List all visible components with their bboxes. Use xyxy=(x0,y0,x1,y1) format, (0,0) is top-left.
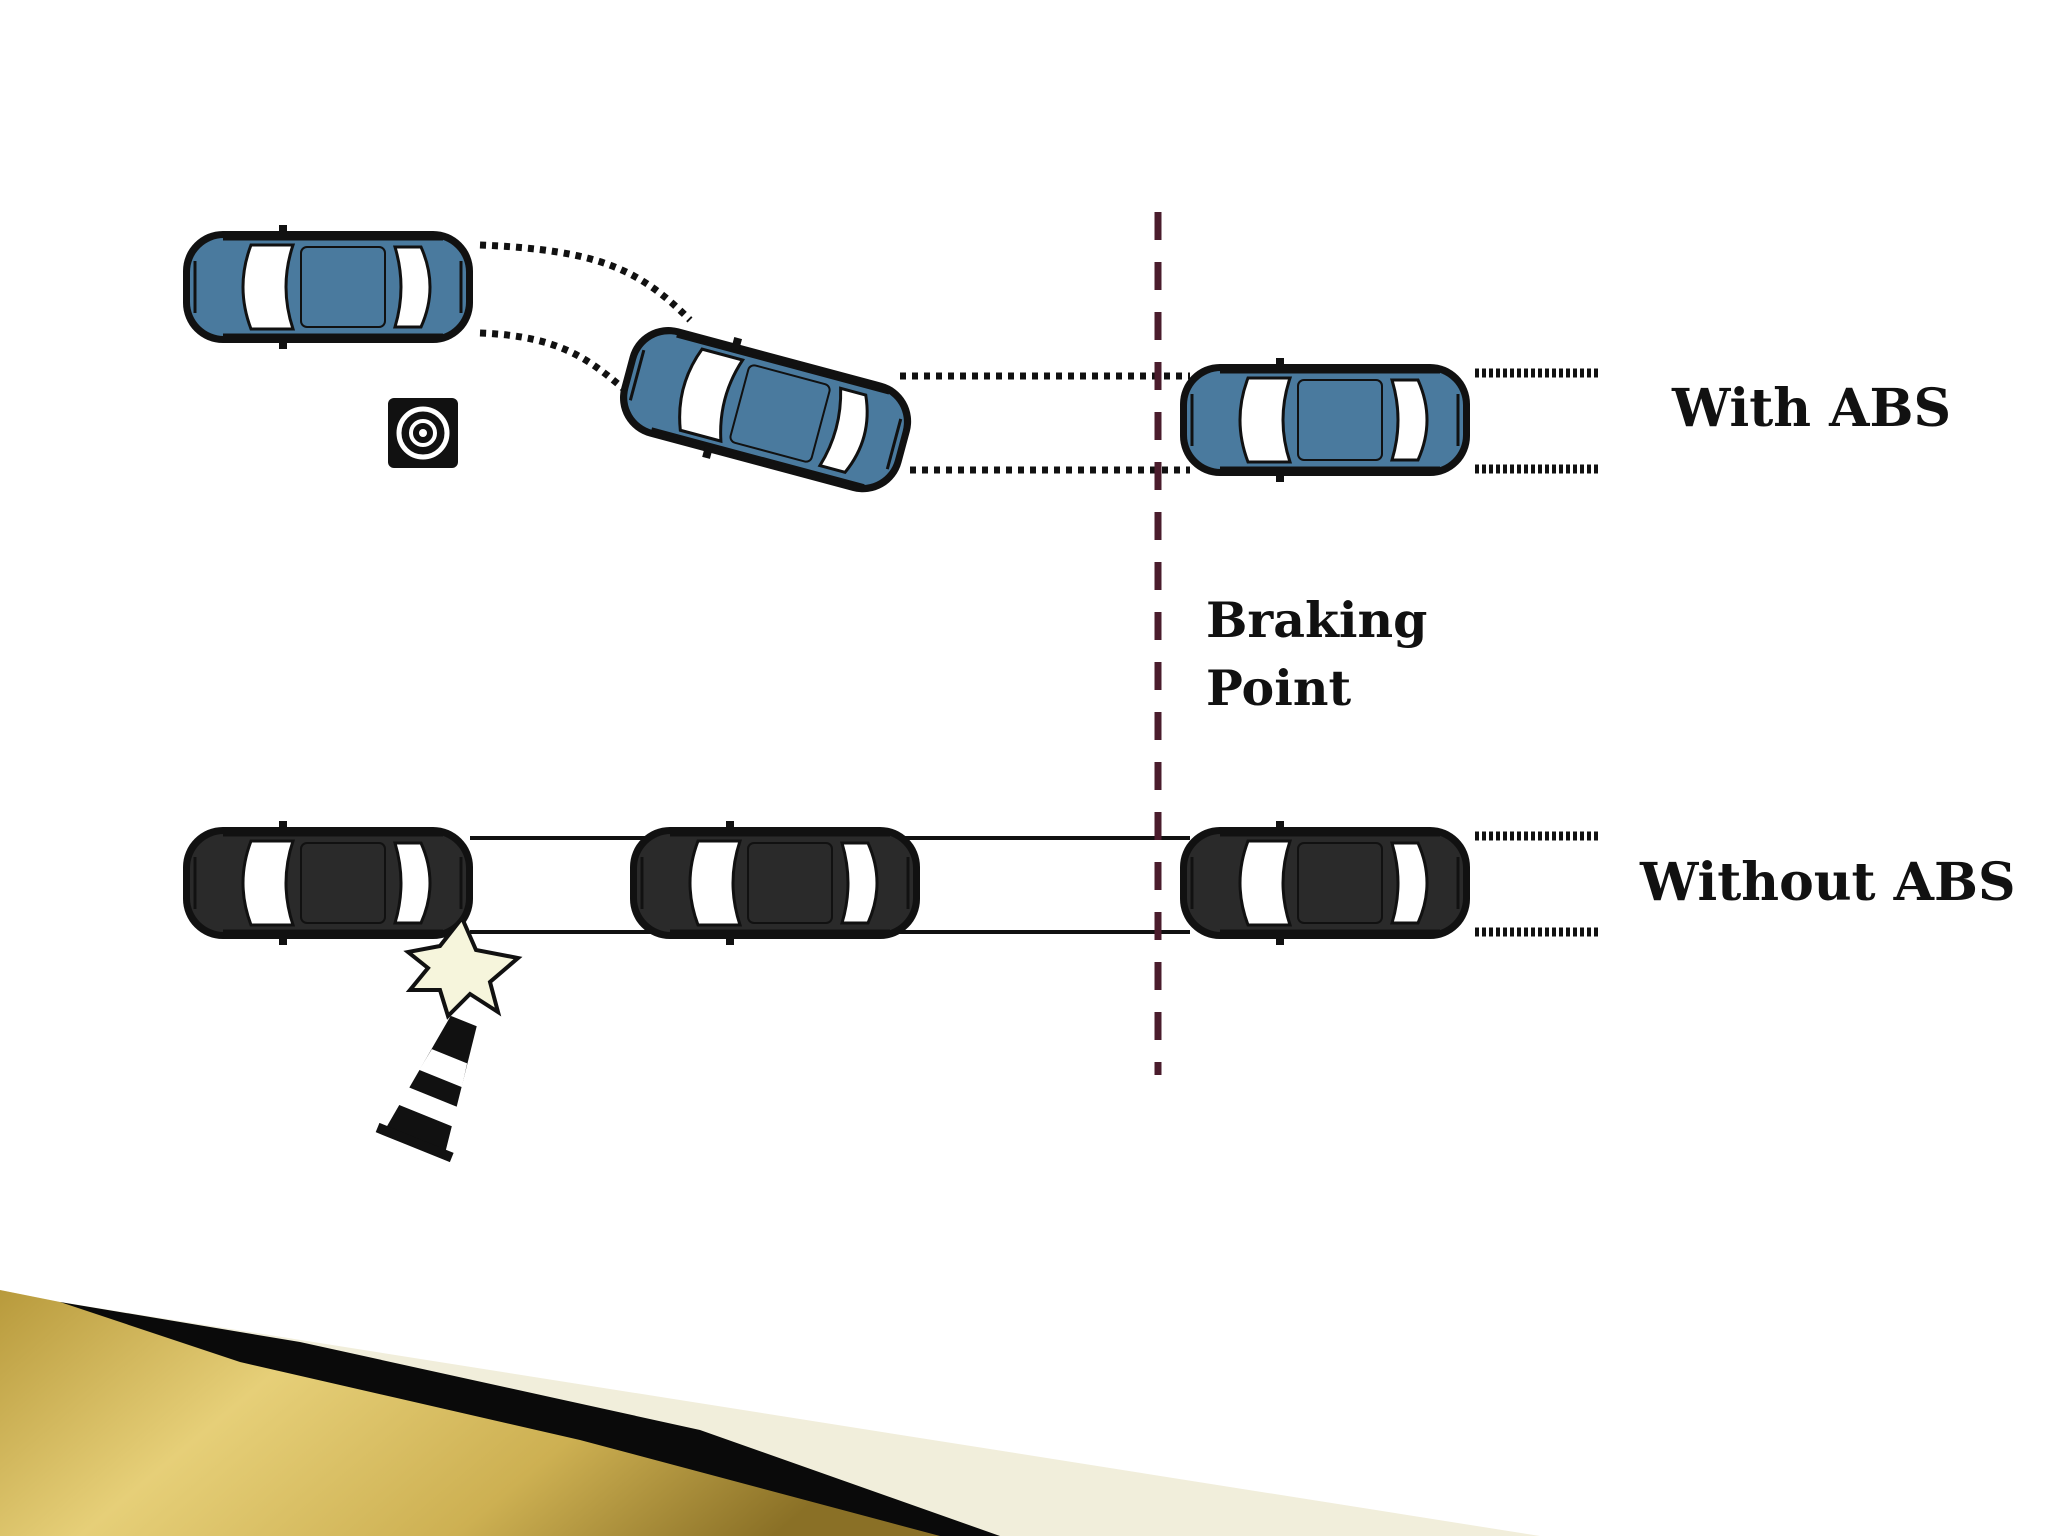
braking-point-label-line2: Point xyxy=(1206,659,1352,717)
abs-car-start xyxy=(181,223,475,351)
non-abs-car-stopped xyxy=(1178,819,1472,947)
abs-tracks-ahead xyxy=(1475,368,1600,474)
without-abs-label: Without ABS xyxy=(1640,852,2016,913)
non-abs-car-middle xyxy=(628,819,922,947)
target-icon xyxy=(388,398,458,468)
abs-track-upper xyxy=(479,241,693,323)
abs-car-swerving xyxy=(607,310,924,509)
braking-point-label: Braking Point xyxy=(1206,586,1427,722)
abs-tracks xyxy=(479,241,1190,474)
with-abs-label: With ABS xyxy=(1672,378,1952,439)
abs-car-stopped xyxy=(1178,356,1472,484)
impact-burst-icon xyxy=(403,914,523,1020)
non-abs-car-start xyxy=(181,819,475,947)
abs-track-lower xyxy=(479,329,628,393)
non-abs-tracks-ahead xyxy=(1475,831,1600,937)
slide-ribbon-decoration xyxy=(0,1290,1540,1536)
braking-point-label-line1: Braking xyxy=(1206,591,1428,649)
traffic-cone-icon xyxy=(375,1015,477,1163)
